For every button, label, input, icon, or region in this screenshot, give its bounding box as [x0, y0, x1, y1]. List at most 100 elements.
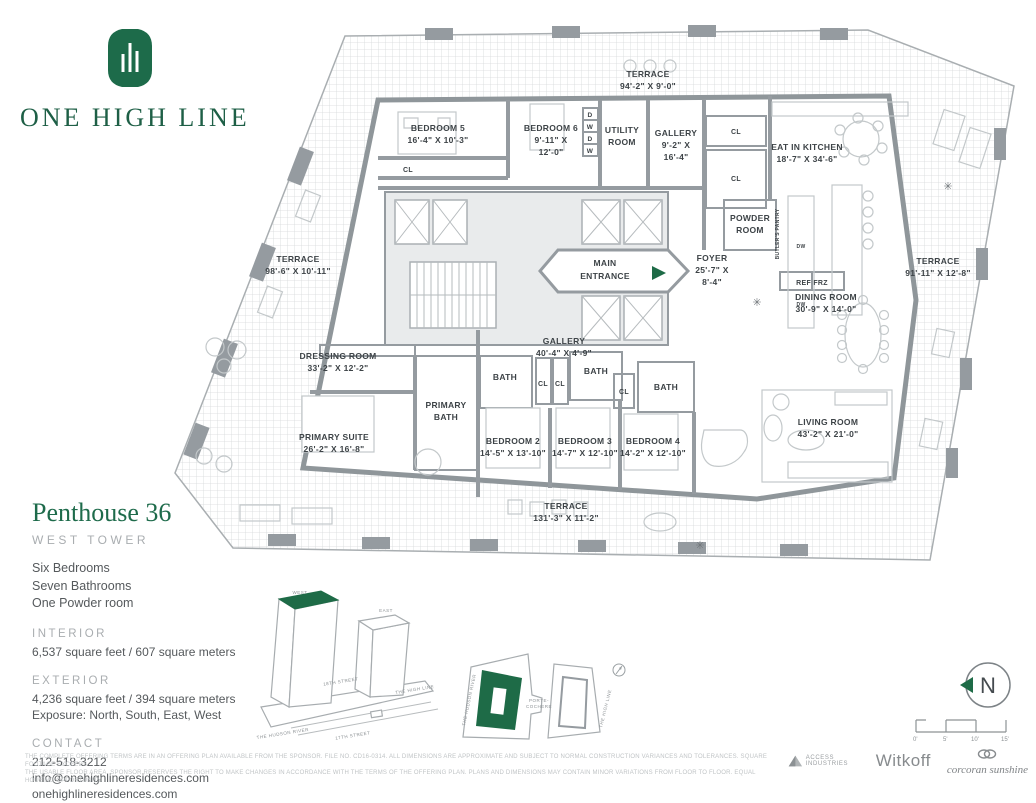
feature-bedrooms: Six Bedrooms — [32, 561, 110, 575]
access-triangle-icon — [788, 755, 803, 767]
core-cutout — [490, 687, 507, 715]
label-terrace-left: TERRACE — [276, 254, 319, 264]
label-terrace-top: TERRACE — [626, 69, 669, 79]
stairs — [409, 261, 497, 329]
label-cl-4: CL — [538, 381, 548, 388]
street-17-label: 17TH STREET — [335, 730, 371, 740]
label-cl-2: CL — [731, 129, 741, 136]
label-primary-suite-dims: 26'-2" X 16'-8" — [303, 444, 364, 454]
contact-phone[interactable]: 212-518-3212 — [32, 755, 107, 770]
closet-labels: CL CL CL CL CL CL D W D W DW DW BUTLER'S… — [403, 112, 805, 396]
label-dryer-2: D — [588, 136, 593, 143]
legal-line-1: THE COMPLETE OFFERING TERMS ARE IN AN OF… — [25, 754, 768, 768]
label-kitchen: EAT IN KITCHEN — [771, 142, 843, 152]
exterior-label: EXTERIOR — [32, 674, 111, 687]
furniture — [195, 59, 992, 532]
east-label: EAST — [379, 608, 393, 613]
label-cl-1: CL — [403, 167, 413, 174]
street-18-label: 18TH STREET — [323, 676, 359, 686]
label-bath-4: BATH — [654, 382, 678, 392]
label-bedroom6-dims2: 12'-0" — [539, 147, 564, 157]
entrance-arrow-icon — [652, 266, 666, 280]
label-dryer-1: D — [588, 112, 593, 119]
label-gallery-n: GALLERY — [655, 128, 697, 138]
contact-email[interactable]: info@onehighlineresidences.com — [32, 771, 209, 786]
car — [369, 709, 384, 719]
exterior-value: 4,236 square feet / 394 square meters — [32, 691, 236, 706]
label-utility2: ROOM — [608, 137, 636, 147]
svg-text:✳: ✳ — [943, 181, 952, 193]
label-living-dims: 43'-2" X 21'-0" — [797, 429, 858, 439]
tower-subtitle: WEST TOWER — [32, 533, 150, 547]
svg-text:✳: ✳ — [695, 540, 704, 552]
legal-disclaimer: THE COMPLETE OFFERING TERMS ARE IN AN OF… — [25, 753, 777, 785]
scale-5: 5' — [943, 737, 947, 742]
label-living: LIVING ROOM — [798, 417, 858, 427]
label-dressing-dims: 33'-2" X 12'-2" — [307, 363, 368, 373]
label-terrace-bottom: TERRACE — [544, 501, 587, 511]
keyplan-highline-label: THE HIGH LINE — [598, 689, 612, 728]
high-line-label: THE HIGH LINE — [395, 684, 435, 695]
compass: N — [960, 662, 1011, 708]
label-gallery-n-dims: 9'-2" X — [662, 140, 690, 150]
label-terrace-left-dims: 98'-6" X 10'-11" — [265, 266, 331, 276]
interior-label: INTERIOR — [32, 627, 107, 640]
west-label: WEST — [293, 590, 308, 595]
label-bedroom4: BEDROOM 4 — [626, 436, 680, 446]
label-bedroom6: BEDROOM 6 — [524, 123, 578, 133]
floor-plan: ✳✳✳ TERRACE 94'-2" X 9'-0" BEDROOM 5 16'… — [174, 25, 1015, 561]
label-bath-3: BATH — [584, 366, 608, 376]
label-primary-bath: PRIMARY — [426, 400, 467, 410]
label-foyer-dims: 25'-7" X — [695, 265, 729, 275]
corcoran-sunshine-label: corcoran sunshine — [946, 764, 1028, 776]
label-gallery-s-dims: 40'-4" X 4'-9" — [536, 348, 592, 358]
label-bedroom2: BEDROOM 2 — [486, 436, 540, 446]
corcoran-sunshine-logo: corcoran sunshine — [947, 746, 1028, 776]
label-primary-bath2: BATH — [434, 412, 458, 422]
label-dressing: DRESSING ROOM — [299, 351, 376, 361]
label-terrace-right-dims: 91'-11" X 12'-8" — [905, 268, 971, 278]
label-cl-5: CL — [555, 381, 565, 388]
scale-10: 10' — [971, 737, 979, 742]
porte-cochere-label-1: PORTE- — [529, 698, 549, 703]
scale-bar: 0' 5' 10' 15' — [913, 719, 1009, 742]
feature-bathrooms: Seven Bathrooms — [32, 578, 132, 593]
contact-label: CONTACT — [32, 738, 105, 751]
label-washer-1: W — [587, 124, 594, 131]
svg-text:✳: ✳ — [752, 297, 761, 309]
label-cl-6: CL — [619, 389, 629, 396]
building-core — [384, 191, 691, 346]
label-ref-frz: REF FRZ — [796, 280, 828, 287]
label-main-entrance2: ENTRANCE — [580, 271, 630, 281]
keyplan-compass-icon — [612, 663, 626, 677]
east-tower — [354, 614, 411, 698]
building-axonometric: WEST EAST 18TH STREET THE HIGH LINE THE … — [256, 590, 439, 741]
elevator-shafts — [394, 199, 663, 341]
label-powder: POWDER — [730, 213, 770, 223]
label-dining-dims: 30'-9" X 14'-0" — [795, 304, 856, 314]
exposure-value: Exposure: North, South, East, West — [32, 707, 222, 722]
label-butlers-pantry: BUTLER'S PANTRY — [775, 208, 781, 259]
label-gallery-n-dims2: 16'-4" — [664, 152, 689, 162]
label-bedroom3: BEDROOM 3 — [558, 436, 612, 446]
interior-walls — [310, 96, 772, 497]
structural-columns — [183, 25, 1006, 556]
label-powder2: ROOM — [736, 225, 764, 235]
label-bedroom5-dims: 16'-4" X 10'-3" — [407, 135, 468, 145]
label-cl-3: CL — [731, 176, 741, 183]
label-foyer: FOYER — [697, 253, 728, 263]
legal-line-2: THE USABLE FLOOR AREA. SPONSOR RESERVES … — [25, 770, 756, 784]
label-dining: DINING ROOM — [795, 292, 857, 302]
access-industries-logo: ACCESS INDUSTRIES — [788, 753, 860, 769]
scale-0: 0' — [913, 737, 917, 742]
label-bedroom6-dims: 9'-11" X — [534, 135, 567, 145]
key-plan: PORTE- COCHERE THE HUDSON RIVER THE HIGH… — [461, 653, 626, 740]
unit-info-panel: Penthouse 36 WEST TOWER Six Bedrooms Sev… — [32, 498, 262, 803]
contact-website[interactable]: onehighlineresidences.com — [32, 787, 178, 802]
porte-cochere-label-2: COCHERE — [526, 704, 552, 709]
label-bedroom2-dims: 14'-5" X 13'-10" — [480, 448, 546, 458]
partner-logos: ACCESS INDUSTRIES Witkoff corcoran sunsh… — [788, 746, 1028, 776]
witkoff-logo: Witkoff — [875, 751, 931, 770]
feature-powder: One Powder room — [32, 596, 134, 610]
label-foyer-dims2: 8'-4" — [702, 277, 722, 287]
